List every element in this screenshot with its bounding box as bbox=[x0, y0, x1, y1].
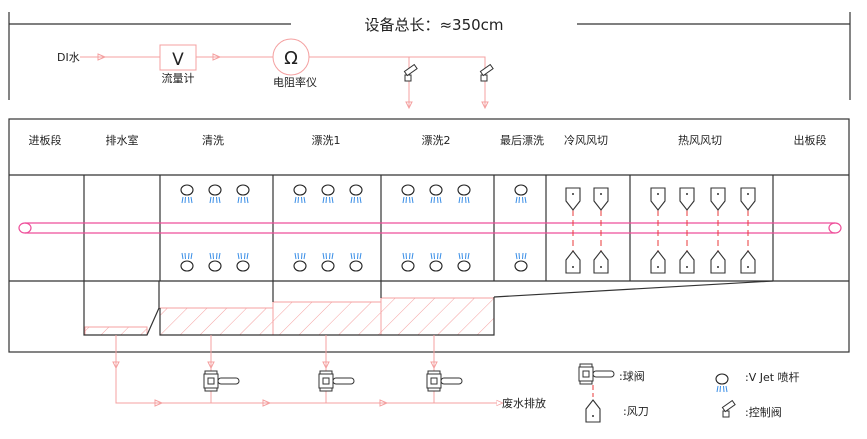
vjet-nozzle-icon bbox=[208, 184, 222, 204]
section-header: 出板段 bbox=[794, 133, 827, 147]
flowmeter-symbol: V bbox=[172, 50, 184, 70]
section-header: 排水室 bbox=[106, 133, 139, 147]
air-knife-icon bbox=[650, 187, 666, 211]
dimension-line bbox=[8, 12, 851, 100]
legend-label-air-knife: :风刀 bbox=[623, 405, 649, 418]
ball-valve-icon bbox=[318, 370, 355, 392]
resistivity-label: 电阻率仪 bbox=[273, 75, 317, 89]
ball-valve-icon bbox=[578, 363, 615, 385]
section-header: 漂洗2 bbox=[422, 134, 451, 147]
control-valve-icon bbox=[403, 63, 418, 82]
legend: :球阀 :V Jet 喷杆 :风刀 :控制阀 bbox=[578, 363, 800, 423]
vjet-nozzle-icon bbox=[457, 184, 471, 204]
vjet-nozzle-icon bbox=[715, 373, 729, 393]
vjet-nozzle-icon bbox=[321, 184, 335, 204]
air-knife-icon bbox=[650, 250, 666, 274]
vjet-nozzle-icon bbox=[321, 252, 335, 272]
ball-valve-icon bbox=[203, 370, 240, 392]
vjet-nozzle-icon bbox=[514, 184, 528, 204]
air-knife-icon bbox=[593, 250, 609, 274]
equipment-frame bbox=[8, 118, 850, 353]
vjet-nozzle-icon bbox=[236, 252, 250, 272]
vjet-nozzle-icon bbox=[401, 184, 415, 204]
vjet-nozzle-icon bbox=[401, 252, 415, 272]
air-knife-icon bbox=[740, 187, 756, 211]
air-knife-icon bbox=[710, 250, 726, 274]
vjet-nozzle-icon bbox=[293, 184, 307, 204]
conveyor bbox=[18, 222, 842, 234]
drain-label: 废水排放 bbox=[502, 396, 546, 410]
tanks bbox=[83, 280, 774, 336]
air-knife-icon bbox=[565, 250, 581, 274]
resistivity-symbol: Ω bbox=[284, 48, 298, 69]
section-header: 清洗 bbox=[202, 134, 224, 147]
vjet-nozzle-icon bbox=[349, 252, 363, 272]
vjet-nozzle-icon bbox=[236, 184, 250, 204]
vjet-nozzle-icon bbox=[180, 252, 194, 272]
vjet-nozzle-icon bbox=[429, 184, 443, 204]
air-knife-icon bbox=[593, 187, 609, 211]
air-knife-icon bbox=[710, 187, 726, 211]
di-water-label: DI水 bbox=[57, 51, 80, 64]
air-knife-icon bbox=[740, 250, 756, 274]
air-knife-icon bbox=[585, 399, 601, 423]
vjet-nozzle-icon bbox=[180, 184, 194, 204]
ball-valve-icon bbox=[426, 370, 463, 392]
legend-label-vjet: :V Jet 喷杆 bbox=[745, 370, 800, 384]
legend-label-ball-valve: :球阀 bbox=[619, 369, 645, 383]
vjet-nozzle-icon bbox=[514, 252, 528, 272]
air-knife-icon bbox=[679, 250, 695, 274]
air-knife-icon bbox=[565, 187, 581, 211]
vjet-nozzle-icon bbox=[208, 252, 222, 272]
drain-piping bbox=[112, 335, 500, 407]
section-header: 冷风风切 bbox=[564, 134, 608, 147]
control-valve-icon bbox=[479, 63, 494, 82]
flowmeter-label: 流量计 bbox=[162, 71, 195, 85]
section-header: 最后漂洗 bbox=[500, 134, 544, 147]
total-length-title: 设备总长：≈350cm bbox=[364, 16, 503, 34]
section-header: 热风风切 bbox=[678, 134, 722, 147]
section-header: 漂洗1 bbox=[312, 134, 341, 147]
vjet-nozzle-icon bbox=[457, 252, 471, 272]
vjet-nozzle-icon bbox=[293, 252, 307, 272]
section-header: 进板段 bbox=[29, 133, 62, 147]
air-knife-icon bbox=[679, 187, 695, 211]
vjet-nozzle-icon bbox=[429, 252, 443, 272]
vjet-nozzle-icon bbox=[349, 184, 363, 204]
control-valve-icon bbox=[721, 399, 736, 418]
legend-label-control-valve: :控制阀 bbox=[745, 405, 782, 419]
